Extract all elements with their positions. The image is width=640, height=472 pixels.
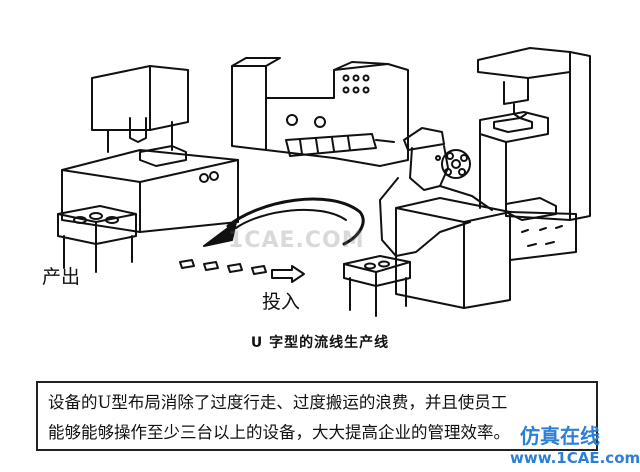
description-line-2: 能够能够操作至少三台以上的设备，大大提高企业的管理效率。 [48,423,510,442]
center-lathe [231,57,409,167]
right-front-machine [395,197,577,309]
output-basket [57,205,137,273]
left-machine [61,65,239,233]
right-machine [477,47,591,221]
watermark-brand: 仿真在线 [520,424,600,448]
description-line-1: 设备的U型布局消除了过度行走、过度搬运的浪费，并且使员工 [48,393,508,412]
flow-arrow [203,197,365,247]
input-basket [343,255,411,317]
description-box: 设备的U型布局消除了过度行走、过度搬运的浪费，并且使员工 能够能够操作至少三台以… [36,381,598,451]
watermark-center: 1CAE.COM [228,228,365,253]
label-output: 产出 [42,266,81,288]
watermark-url: www.1CAE.com [510,449,640,467]
label-input: 投入 [262,291,301,313]
floor-workpieces [179,259,305,283]
figure-caption: U 字型的流线生产线 [250,335,390,351]
